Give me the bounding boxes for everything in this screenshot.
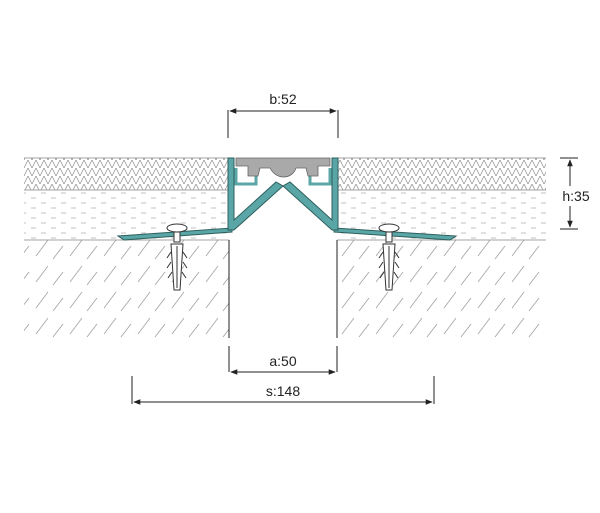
joint-profile [116, 157, 458, 241]
dimension-a: a:50 [228, 346, 338, 375]
tile-layer-left [24, 158, 229, 190]
dimension-b-label: b:52 [269, 91, 296, 107]
concrete-right [337, 240, 546, 338]
rubber-insert [235, 157, 331, 178]
left-anchor [166, 223, 188, 291]
right-flange [333, 227, 458, 241]
dimension-h-label: h:35 [562, 188, 589, 204]
right-anchor [378, 223, 400, 291]
right-channel [282, 157, 339, 231]
floor-right [336, 157, 546, 338]
dimension-b: b:52 [227, 91, 339, 138]
dimension-a-label: a:50 [269, 353, 296, 369]
left-channel [227, 157, 284, 231]
floor-left [24, 157, 230, 338]
dimension-s: s:148 [131, 376, 435, 405]
concrete-left [24, 240, 229, 338]
tile-layer-right [337, 158, 546, 190]
dimension-s-label: s:148 [266, 383, 300, 399]
dimension-h: h:35 [560, 157, 590, 230]
